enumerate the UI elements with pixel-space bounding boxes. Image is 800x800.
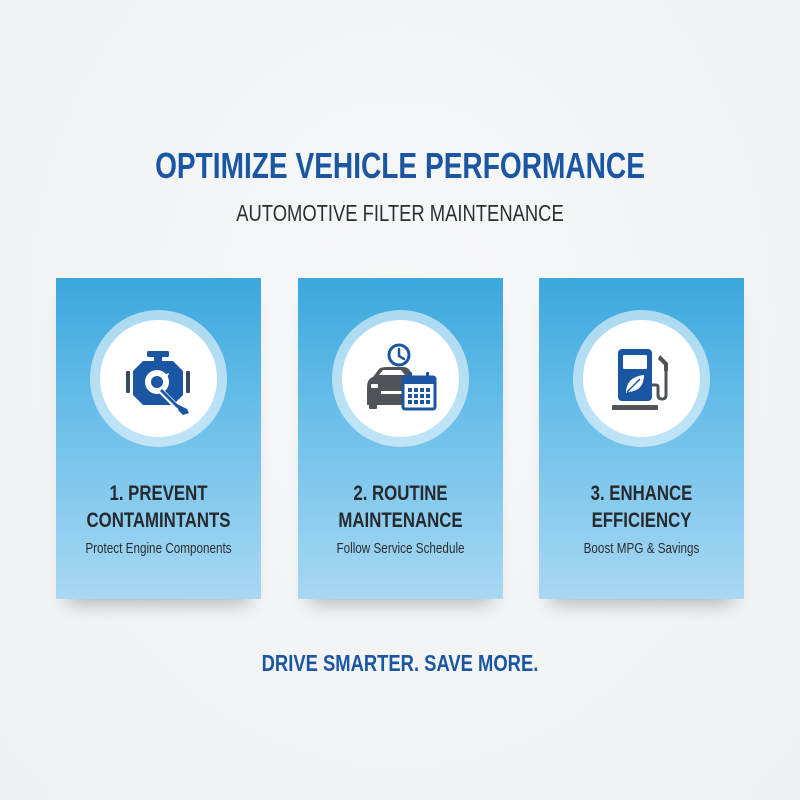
card-title: 2. ROUTINE MAINTENANCE [338,482,463,532]
eco-fuel-pump-icon [611,348,668,410]
card-subtitle: Boost MPG & Savings [583,540,700,557]
car-clock-calendar-icon [366,343,436,410]
card-subtitle: Follow Service Schedule [336,540,465,557]
icon-disc [342,320,459,437]
icon-disc [583,320,700,437]
card-title: 3. ENHANCE EFFICIENCY [590,482,693,532]
icon-ring [573,310,710,447]
page-subtitle: AUTOMOTIVE FILTER MAINTENANCE [236,200,564,226]
tagline: DRIVE SMARTER. SAVE MORE. [261,650,539,676]
card-subtitle: Protect Engine Components [85,540,232,557]
icon-ring [90,310,227,447]
card-title: 1. PREVENT CONTAMINTANTS [86,482,231,532]
page-title: OPTIMIZE VEHICLE PERFORMANCE [155,145,645,186]
card-routine-maintenance: 2. ROUTINE MAINTENANCE Follow Service Sc… [298,278,503,599]
engine-wrench-icon [125,350,190,415]
card-prevent-contaminants: 1. PREVENT CONTAMINTANTS Protect Engine … [56,278,261,599]
icon-disc [100,320,217,437]
card-enhance-efficiency: 3. ENHANCE EFFICIENCY Boost MPG & Saving… [539,278,744,599]
icon-ring [332,310,469,447]
